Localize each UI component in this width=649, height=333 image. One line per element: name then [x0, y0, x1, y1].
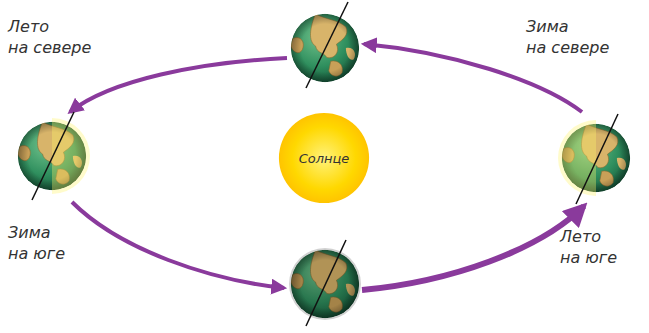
sun-label: Солнце	[299, 151, 350, 166]
season-label: Зима на юге	[8, 222, 65, 264]
season-label: Зима на севере	[526, 16, 609, 58]
season-label: Лето на юге	[560, 226, 617, 268]
season-label: Лето на севере	[8, 16, 91, 58]
sun-circle: Солнце	[278, 112, 370, 204]
